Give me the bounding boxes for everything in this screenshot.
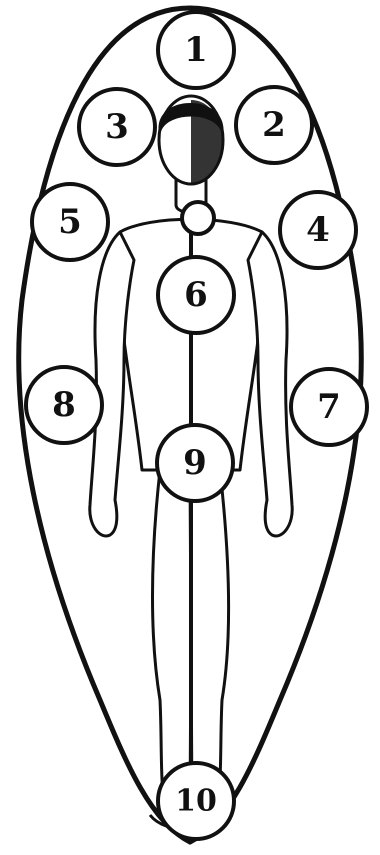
node-8-label: 8	[52, 385, 76, 425]
node-9: 9	[157, 425, 233, 501]
node-9-label: 9	[183, 443, 207, 483]
node-7-label: 7	[317, 387, 341, 427]
node-5: 5	[32, 184, 108, 260]
node-10: 10	[158, 763, 234, 839]
node-1: 1	[158, 12, 234, 88]
node-6-label: 6	[184, 275, 208, 315]
node-5-label: 5	[58, 202, 82, 242]
node-4: 4	[280, 192, 356, 268]
node-3-label: 3	[105, 107, 129, 147]
node-2-label: 2	[262, 105, 286, 145]
node-1-label: 1	[184, 30, 208, 70]
throat-circle	[182, 202, 214, 234]
node-6: 6	[158, 257, 234, 333]
node-10-label: 10	[175, 784, 217, 819]
node-7: 7	[291, 369, 367, 445]
node-2: 2	[236, 87, 312, 163]
node-8: 8	[26, 367, 102, 443]
left-leg	[153, 470, 193, 812]
right-arm	[248, 232, 292, 536]
right-leg	[190, 470, 229, 812]
node-3: 3	[79, 89, 155, 165]
node-4-label: 4	[306, 210, 330, 250]
